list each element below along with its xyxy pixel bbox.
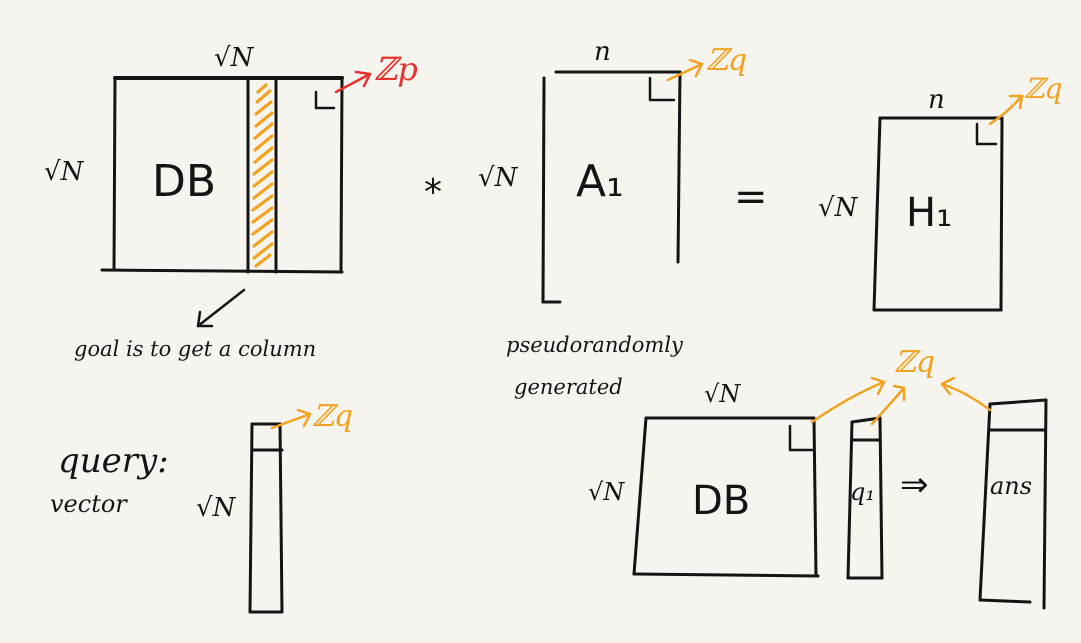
goal-text: goal is to get a column xyxy=(74,337,316,361)
ans-vector xyxy=(978,398,1048,610)
q1-vector xyxy=(846,416,884,580)
vector-label: vector xyxy=(50,490,128,518)
column-highlight xyxy=(251,83,274,268)
h1-width-label: n xyxy=(928,85,945,115)
db-top-label: DB xyxy=(152,156,216,207)
implies-arrow: ⇒ xyxy=(900,465,929,505)
h1-zq-arrow xyxy=(988,94,1024,126)
db-top-width-label: √N xyxy=(214,43,255,73)
db-top-height-label: √N xyxy=(44,157,85,187)
query-zq-label: ℤq xyxy=(312,399,353,434)
db-matrix-top xyxy=(100,76,344,274)
a1-width-label: n xyxy=(594,37,611,67)
multiply-sign: * xyxy=(424,172,442,213)
a1-label: A₁ xyxy=(576,156,624,207)
a1-height-label: √N xyxy=(478,163,519,193)
a1-zq-label: ℤq xyxy=(706,43,747,78)
generated-text: generated xyxy=(514,375,623,399)
db-bottom-height-label: √N xyxy=(588,478,625,506)
db-bottom-width-label: √N xyxy=(704,380,741,408)
db-matrix-bottom xyxy=(632,416,820,578)
a1-matrix xyxy=(541,70,682,304)
h1-matrix xyxy=(872,116,1004,312)
equals-sign: = xyxy=(734,174,768,220)
bottom-zq-arrows xyxy=(810,376,992,426)
a1-zq-arrow xyxy=(666,58,704,82)
bottom-zq-label: ℤq xyxy=(894,345,935,380)
zp-label: ℤp xyxy=(374,50,418,88)
query-height-label: √N xyxy=(196,493,237,523)
query-vector xyxy=(248,422,284,614)
h1-zq-label: ℤq xyxy=(1024,72,1062,105)
q1-label: q₁ xyxy=(850,478,875,506)
goal-arrow xyxy=(196,288,246,328)
h1-label: H₁ xyxy=(906,190,952,236)
query-label: query: xyxy=(58,441,169,481)
zp-arrow xyxy=(334,70,372,94)
ans-label: ans xyxy=(990,472,1032,500)
query-zq-arrow xyxy=(270,408,312,430)
h1-height-label: √N xyxy=(818,193,859,223)
pseudorandomly-text: pseudorandomly xyxy=(506,333,684,357)
db-bottom-label: DB xyxy=(692,478,750,524)
